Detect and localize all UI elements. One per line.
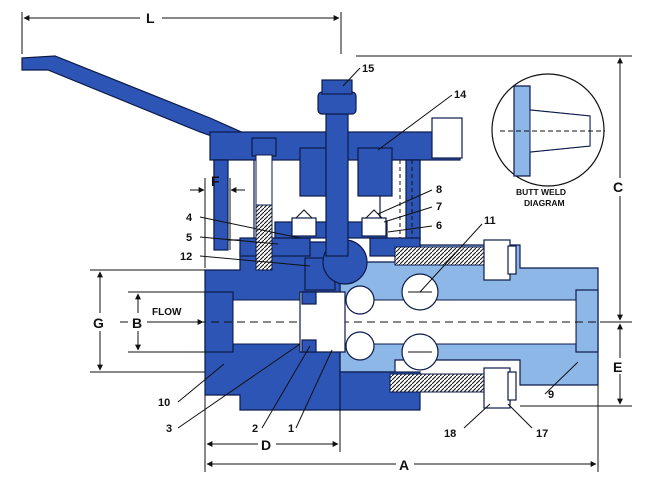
svg-text:6: 6 bbox=[436, 220, 442, 232]
callout-5: 5 bbox=[186, 232, 279, 245]
svg-text:4: 4 bbox=[186, 212, 193, 224]
dimension-label-G: G bbox=[93, 315, 104, 331]
callout-11: 11 bbox=[419, 215, 496, 293]
dimension-label-D: D bbox=[261, 437, 271, 453]
dimension-C: C bbox=[356, 55, 632, 321]
flow-label: FLOW bbox=[152, 307, 182, 318]
callout-9: 9 bbox=[544, 361, 579, 401]
svg-text:8: 8 bbox=[436, 184, 442, 196]
svg-text:7: 7 bbox=[436, 201, 442, 213]
dimension-label-F: F bbox=[211, 173, 220, 189]
callout-8: 8 bbox=[377, 184, 442, 215]
callout-6: 6 bbox=[387, 220, 442, 233]
stem bbox=[317, 79, 357, 257]
inset-caption-line1: BUTT WELD bbox=[516, 187, 566, 197]
svg-text:10: 10 bbox=[158, 397, 170, 409]
svg-text:9: 9 bbox=[548, 389, 554, 401]
dimension-label-C: C bbox=[613, 179, 623, 195]
dimension-F: F bbox=[190, 173, 245, 268]
svg-text:2: 2 bbox=[252, 423, 258, 435]
callout-2: 2 bbox=[252, 345, 311, 435]
gland-nut-left bbox=[291, 209, 317, 237]
butt-weld-inset: BUTT WELD DIAGRAM bbox=[491, 73, 605, 208]
dimension-G: G bbox=[90, 269, 205, 373]
bonnet-stud-left bbox=[251, 137, 277, 271]
svg-text:11: 11 bbox=[484, 215, 496, 227]
body-stud-lower bbox=[389, 367, 517, 409]
dimension-A: A bbox=[206, 385, 599, 473]
svg-text:3: 3 bbox=[166, 423, 172, 435]
svg-text:1: 1 bbox=[288, 423, 294, 435]
dimension-label-A: A bbox=[399, 457, 409, 473]
svg-text:14: 14 bbox=[454, 89, 467, 101]
dimension-label-L: L bbox=[146, 10, 155, 26]
callout-7: 7 bbox=[383, 201, 442, 223]
callout-1: 1 bbox=[288, 349, 333, 435]
callout-4: 4 bbox=[186, 212, 301, 239]
seat-ring-upper bbox=[345, 285, 375, 315]
gland-nut-right bbox=[361, 209, 387, 237]
dimension-B: B bbox=[128, 291, 205, 353]
callout-18: 18 bbox=[444, 403, 491, 440]
body-stud-upper bbox=[394, 239, 517, 281]
callout-12: 12 bbox=[180, 251, 311, 267]
dimension-label-E: E bbox=[613, 359, 622, 375]
dimension-D: D bbox=[204, 395, 341, 472]
dimension-L: L bbox=[21, 10, 342, 54]
flow-arrow: FLOW bbox=[150, 307, 204, 325]
svg-text:17: 17 bbox=[536, 428, 548, 440]
svg-text:18: 18 bbox=[444, 428, 456, 440]
callout-3: 3 bbox=[166, 343, 301, 435]
inset-caption-line2: DIAGRAM bbox=[524, 198, 565, 208]
callout-14: 14 bbox=[377, 89, 467, 151]
callout-10: 10 bbox=[158, 363, 225, 409]
svg-text:12: 12 bbox=[180, 251, 192, 263]
callout-17: 17 bbox=[507, 403, 548, 440]
callout-15: 15 bbox=[342, 63, 374, 87]
svg-text:15: 15 bbox=[362, 63, 374, 75]
dimension-label-B: B bbox=[132, 315, 142, 331]
svg-text:5: 5 bbox=[186, 232, 192, 244]
dimension-E: E bbox=[520, 321, 632, 407]
seat-ring-lower bbox=[345, 331, 375, 361]
